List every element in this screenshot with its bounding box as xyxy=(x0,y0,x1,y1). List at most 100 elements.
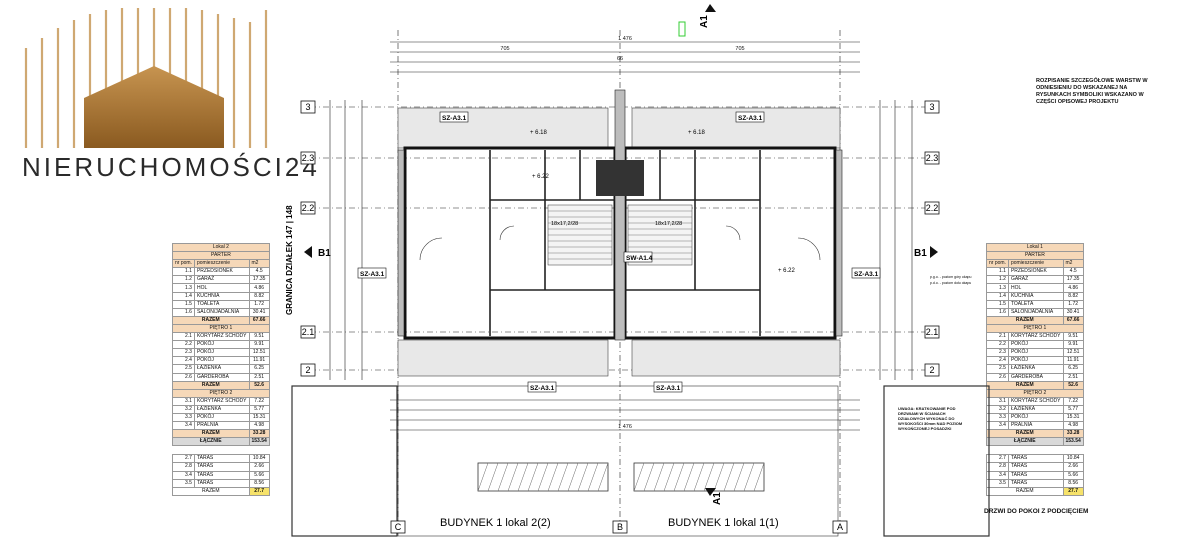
hatch-line xyxy=(527,462,539,492)
grid-row-label: 2.3 xyxy=(926,153,939,163)
building-label-left: BUDYNEK 1 lokal 2(2) xyxy=(440,517,551,529)
grid-row-marker xyxy=(300,325,316,339)
hatch-line xyxy=(567,462,579,492)
grid-row-marker xyxy=(924,201,940,215)
grid-row-marker xyxy=(300,363,316,377)
dim-bottom-total: 1 476 xyxy=(618,424,632,430)
grid-row-marker xyxy=(300,201,316,215)
hatch-line xyxy=(507,462,519,492)
hatch-line xyxy=(733,462,745,492)
grid-row-label: 2.1 xyxy=(302,327,315,337)
sz-tag-right: SZ-A3.1 xyxy=(854,271,879,278)
sz-tag-top-left: SZ-A3.1 xyxy=(442,115,467,122)
hatch-line xyxy=(517,462,529,492)
sw-tag: SW-A1.4 xyxy=(626,255,653,262)
grid-row-marker xyxy=(300,151,316,165)
sz-tag-bottom-left: SZ-A3.1 xyxy=(530,385,555,392)
sz-tag-top-right: SZ-A3.1 xyxy=(738,115,763,122)
dim-top-left: 705 xyxy=(500,46,509,52)
section-b1-left: B1 xyxy=(318,248,331,259)
grid-row-label: 2.2 xyxy=(302,203,315,213)
logo-icon xyxy=(24,8,268,148)
brand-name: NIERUCHOMOŚCI24 xyxy=(22,152,320,182)
grid-col-marker xyxy=(832,520,848,534)
sz-tag-left: SZ-A3.1 xyxy=(360,271,385,278)
section-a1-top: A1 xyxy=(699,15,710,28)
dim-top-total: 1 476 xyxy=(618,36,632,42)
hatch-line xyxy=(597,462,609,492)
section-a1-bottom: A1 xyxy=(712,492,723,505)
table-cell: 27.7 xyxy=(248,486,270,496)
boundary-label: GRANICA DZIAŁEK 147 | 148 xyxy=(285,205,294,315)
grid-row-label: 3 xyxy=(305,102,310,112)
hatch-line xyxy=(577,462,589,492)
hatch-line xyxy=(753,462,765,492)
hatch-line xyxy=(557,462,569,492)
grid-row-marker xyxy=(924,151,940,165)
hatch-line xyxy=(477,462,489,492)
section-b1-right: B1 xyxy=(914,248,927,259)
hatch-line xyxy=(547,462,559,492)
hatch-line xyxy=(693,462,705,492)
grid-row-label: 3 xyxy=(929,102,934,112)
grid-col-label: C xyxy=(395,522,402,532)
hatch-line xyxy=(497,462,509,492)
grid-row-marker xyxy=(300,100,316,114)
grid-row-marker xyxy=(924,363,940,377)
grid-col-label: A xyxy=(837,522,843,532)
stairs-label-left: 18x17,2/28 xyxy=(551,221,578,227)
grid-row-marker xyxy=(924,325,940,339)
grid-col-label: B xyxy=(617,522,623,532)
grid-col-marker xyxy=(612,520,628,534)
stairs-label-right: 18x17,2/28 xyxy=(655,221,682,227)
grid-row-label: 2.2 xyxy=(926,203,939,213)
hatch-line xyxy=(487,462,499,492)
table-cell: 153.54 xyxy=(248,437,270,447)
grid-row-label: 2 xyxy=(929,365,934,375)
legend-pgo: p.g.o. - poziom góry okapu xyxy=(930,275,971,279)
hatch-line xyxy=(633,462,645,492)
legend-pdo: p.d.o. - poziom dołu okapu xyxy=(930,281,971,285)
hatch-line xyxy=(683,462,695,492)
grid-row-label: 2 xyxy=(305,365,310,375)
table-cell: 27.7 xyxy=(1062,486,1084,496)
note-doors-undercut: DRZWI DO POKOI Z PODCIĘCIEM xyxy=(984,508,1089,515)
grid-col-marker xyxy=(390,520,406,534)
grid-row-label: 2.3 xyxy=(302,153,315,163)
level-4: + 6.18 xyxy=(688,130,706,136)
hatch-line xyxy=(653,462,665,492)
note-layers: ROZPISANIE SZCZEGÓŁOWE WARSTW W ODNIESIE… xyxy=(1036,78,1148,105)
sz-tag-bottom-right: SZ-A3.1 xyxy=(656,385,681,392)
hatch-line xyxy=(723,462,735,492)
dim-top-mid: 66 xyxy=(617,56,623,62)
table-cell: 153.54 xyxy=(1062,437,1084,447)
hatch-line xyxy=(703,462,715,492)
hatch-line xyxy=(587,462,599,492)
hatch-line xyxy=(537,462,549,492)
hatch-line xyxy=(743,462,755,492)
grid-row-label: 2.1 xyxy=(926,327,939,337)
dim-top-right: 705 xyxy=(735,46,744,52)
building-label-right: BUDYNEK 1 lokal 1(1) xyxy=(668,517,779,529)
level-3: + 6.22 xyxy=(778,268,796,274)
hatch-line xyxy=(643,462,655,492)
grid-row-marker xyxy=(924,100,940,114)
note-doors-grating: UWAGA: KRATKOWANIE POD DRZWIAMI W ŚCIANA… xyxy=(898,406,963,431)
level-1: + 6.22 xyxy=(532,174,550,180)
hatch-line xyxy=(673,462,685,492)
level-2: + 6.18 xyxy=(530,130,548,136)
hatch-line xyxy=(663,462,675,492)
hatch-line xyxy=(713,462,725,492)
